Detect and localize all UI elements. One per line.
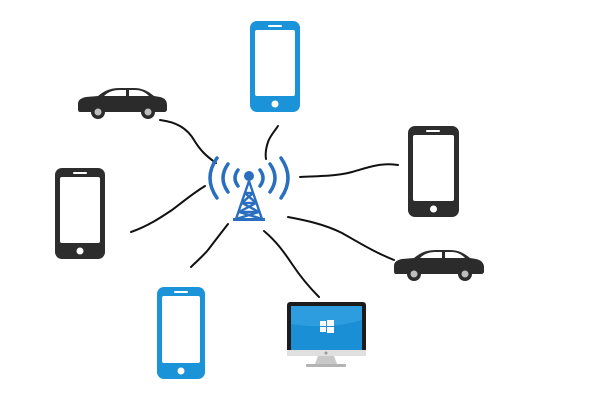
car-right-icon	[394, 250, 484, 281]
tower-base	[233, 218, 265, 221]
link-tower-car-top-left	[159, 119, 217, 164]
car-top-left-icon	[78, 88, 167, 119]
link-tower-phone-top	[264, 125, 279, 160]
smartphone-bottom-icon	[157, 287, 205, 379]
link-tower-monitor	[263, 230, 320, 298]
smartphone-top-icon	[250, 21, 300, 112]
desktop-monitor-icon	[287, 302, 366, 367]
windows-logo-icon	[320, 320, 334, 333]
signal-waves-left-icon	[208, 156, 240, 200]
link-tower-phone-bottom	[190, 223, 229, 268]
link-tower-phone-right	[299, 163, 399, 178]
signal-waves-right-icon	[258, 156, 290, 200]
link-tower-phone-left	[130, 185, 206, 233]
link-tower-car-right	[287, 216, 395, 261]
antenna-tip-icon	[244, 171, 254, 181]
tower-mast	[234, 180, 264, 221]
smartphone-right-icon	[408, 126, 459, 217]
smartphone-left-icon	[55, 168, 105, 259]
connection-lines	[130, 119, 399, 298]
cell-tower-icon	[208, 156, 290, 221]
